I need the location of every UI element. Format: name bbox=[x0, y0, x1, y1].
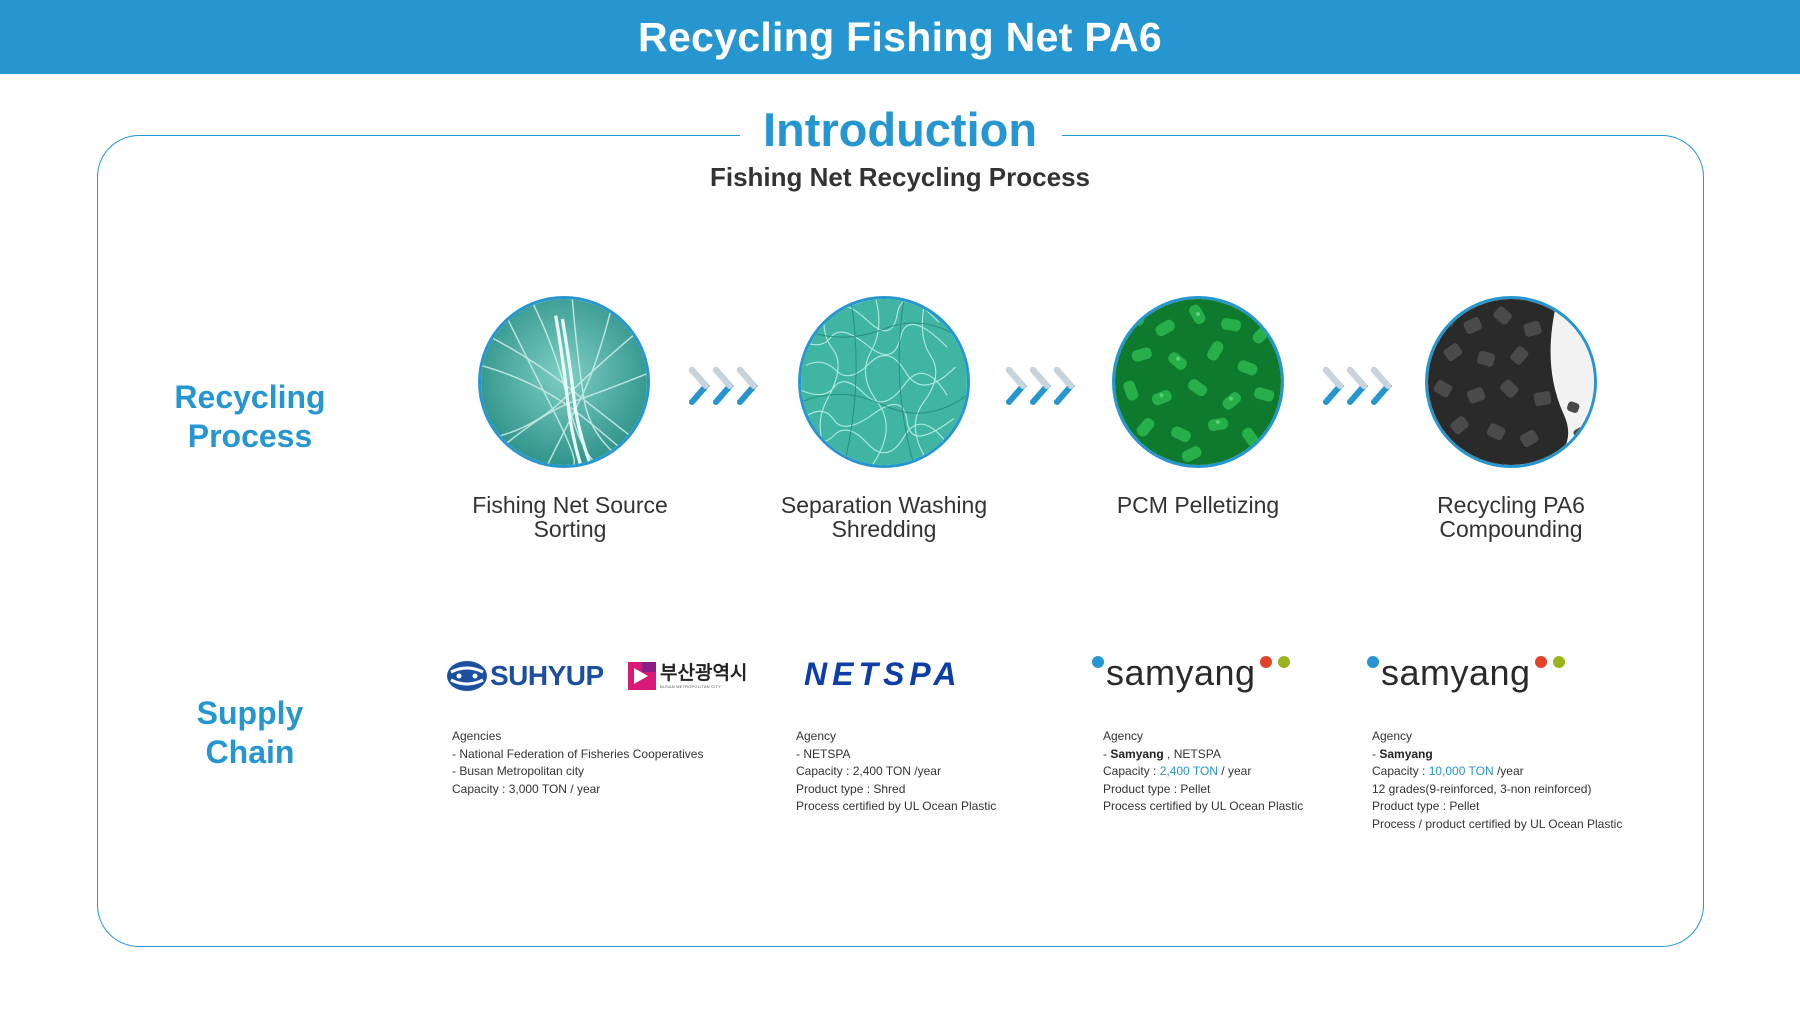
section-subtitle: Fishing Net Recycling Process bbox=[709, 162, 1090, 192]
supply-info-netspa: Agency - NETSPA Capacity : 2,400 TON /ye… bbox=[796, 728, 996, 816]
info-line-agency: - Samyang bbox=[1372, 746, 1433, 761]
info-line: Process certified by UL Ocean Plastic bbox=[1103, 799, 1304, 813]
supply-info-samyang-compound: Agency - Samyang Capacity : 10,000 TON /… bbox=[1372, 728, 1622, 833]
info-line: Process / product certified by UL Ocean … bbox=[1372, 816, 1623, 831]
step-label-compounding: Recycling PA6 Compounding bbox=[1437, 492, 1585, 542]
supply-info-suhyup: Agencies - National Federation of Fisher… bbox=[452, 728, 703, 798]
info-line: Process certified by UL Ocean Plastic bbox=[796, 799, 997, 813]
page-title: Recycling Fishing Net PA6 bbox=[638, 13, 1162, 60]
samyang-red-dot-icon bbox=[1259, 656, 1272, 668]
info-line: Product type : Pellet bbox=[1103, 781, 1211, 796]
info-line: Agency bbox=[1372, 729, 1413, 743]
info-line-agency: - Samyang , NETSPA bbox=[1103, 746, 1221, 761]
header-banner: Recycling Fishing Net PA6 bbox=[0, 0, 1800, 74]
step-label-sorting: Fishing Net Source Sorting bbox=[472, 492, 668, 542]
step-label-pelletizing: PCM Pelletizing bbox=[1116, 492, 1280, 518]
info-line: Agencies bbox=[452, 729, 502, 743]
samyang-red-dot-icon bbox=[1534, 656, 1547, 668]
netspa-wordmark: NETSPA bbox=[804, 656, 962, 692]
info-line: Capacity : 3,000 TON / year bbox=[452, 781, 601, 796]
info-line: Agency bbox=[796, 729, 837, 743]
samyang-logo: samyang bbox=[1092, 652, 1290, 694]
samyang-logo: samyang bbox=[1367, 652, 1565, 694]
frame-title-gap bbox=[740, 120, 1062, 154]
busan-logo: 부산광역시 BUSAN METROPOLITAN CITY bbox=[628, 662, 747, 690]
busan-emblem-icon bbox=[628, 662, 656, 690]
step-label-shredding: Separation Washing Shredding bbox=[780, 492, 988, 542]
suhyup-logo: SUHYUP bbox=[446, 660, 604, 692]
samyang-blue-dot-icon bbox=[1367, 656, 1379, 668]
fishing-net-photo bbox=[478, 296, 650, 468]
section-title: Introduction bbox=[762, 103, 1038, 156]
samyang-green-dot-icon bbox=[1277, 656, 1290, 668]
info-line: Product type : Shred bbox=[796, 781, 906, 796]
black-pellets-photo bbox=[1425, 296, 1597, 468]
supply-info-samyang-pellet: Agency - Samyang , NETSPA Capacity : 2,4… bbox=[1103, 728, 1303, 816]
busan-english-name: BUSAN METROPOLITAN CITY bbox=[660, 683, 721, 689]
samyang-green-dot-icon bbox=[1552, 656, 1565, 668]
shredded-net-photo bbox=[798, 296, 970, 468]
info-line: Agency bbox=[1103, 729, 1144, 743]
chevron-arrows-icon bbox=[1005, 366, 1077, 406]
chevron-arrows-icon bbox=[688, 366, 760, 406]
info-line: - National Federation of Fisheries Coope… bbox=[452, 746, 704, 761]
netspa-logo: NETSPA bbox=[804, 656, 961, 693]
info-line: Product type : Pellet bbox=[1372, 799, 1480, 813]
supply-chain-label: Supply Chain bbox=[196, 695, 304, 770]
samyang-wordmark: samyang bbox=[1106, 652, 1256, 693]
info-line: - Busan Metropolitan city bbox=[452, 764, 585, 778]
suhyup-emblem-icon bbox=[447, 661, 487, 691]
info-line-capacity: Capacity : 10,000 TON /year bbox=[1372, 764, 1524, 778]
busan-korean-name: 부산광역시 bbox=[660, 662, 748, 684]
suhyup-wordmark: SUHYUP bbox=[490, 660, 604, 691]
recycling-process-label: Recycling Process bbox=[174, 379, 326, 454]
green-pellets-photo bbox=[1112, 296, 1284, 468]
chevron-arrows-icon bbox=[1322, 366, 1394, 406]
info-line: - NETSPA bbox=[796, 746, 851, 761]
info-line: Capacity : 2,400 TON /year bbox=[796, 764, 941, 778]
info-line-capacity: Capacity : 2,400 TON / year bbox=[1103, 764, 1252, 778]
info-line: 12 grades(9-reinforced, 3-non reinforced… bbox=[1372, 781, 1592, 796]
samyang-wordmark: samyang bbox=[1381, 652, 1531, 693]
samyang-blue-dot-icon bbox=[1092, 656, 1104, 668]
